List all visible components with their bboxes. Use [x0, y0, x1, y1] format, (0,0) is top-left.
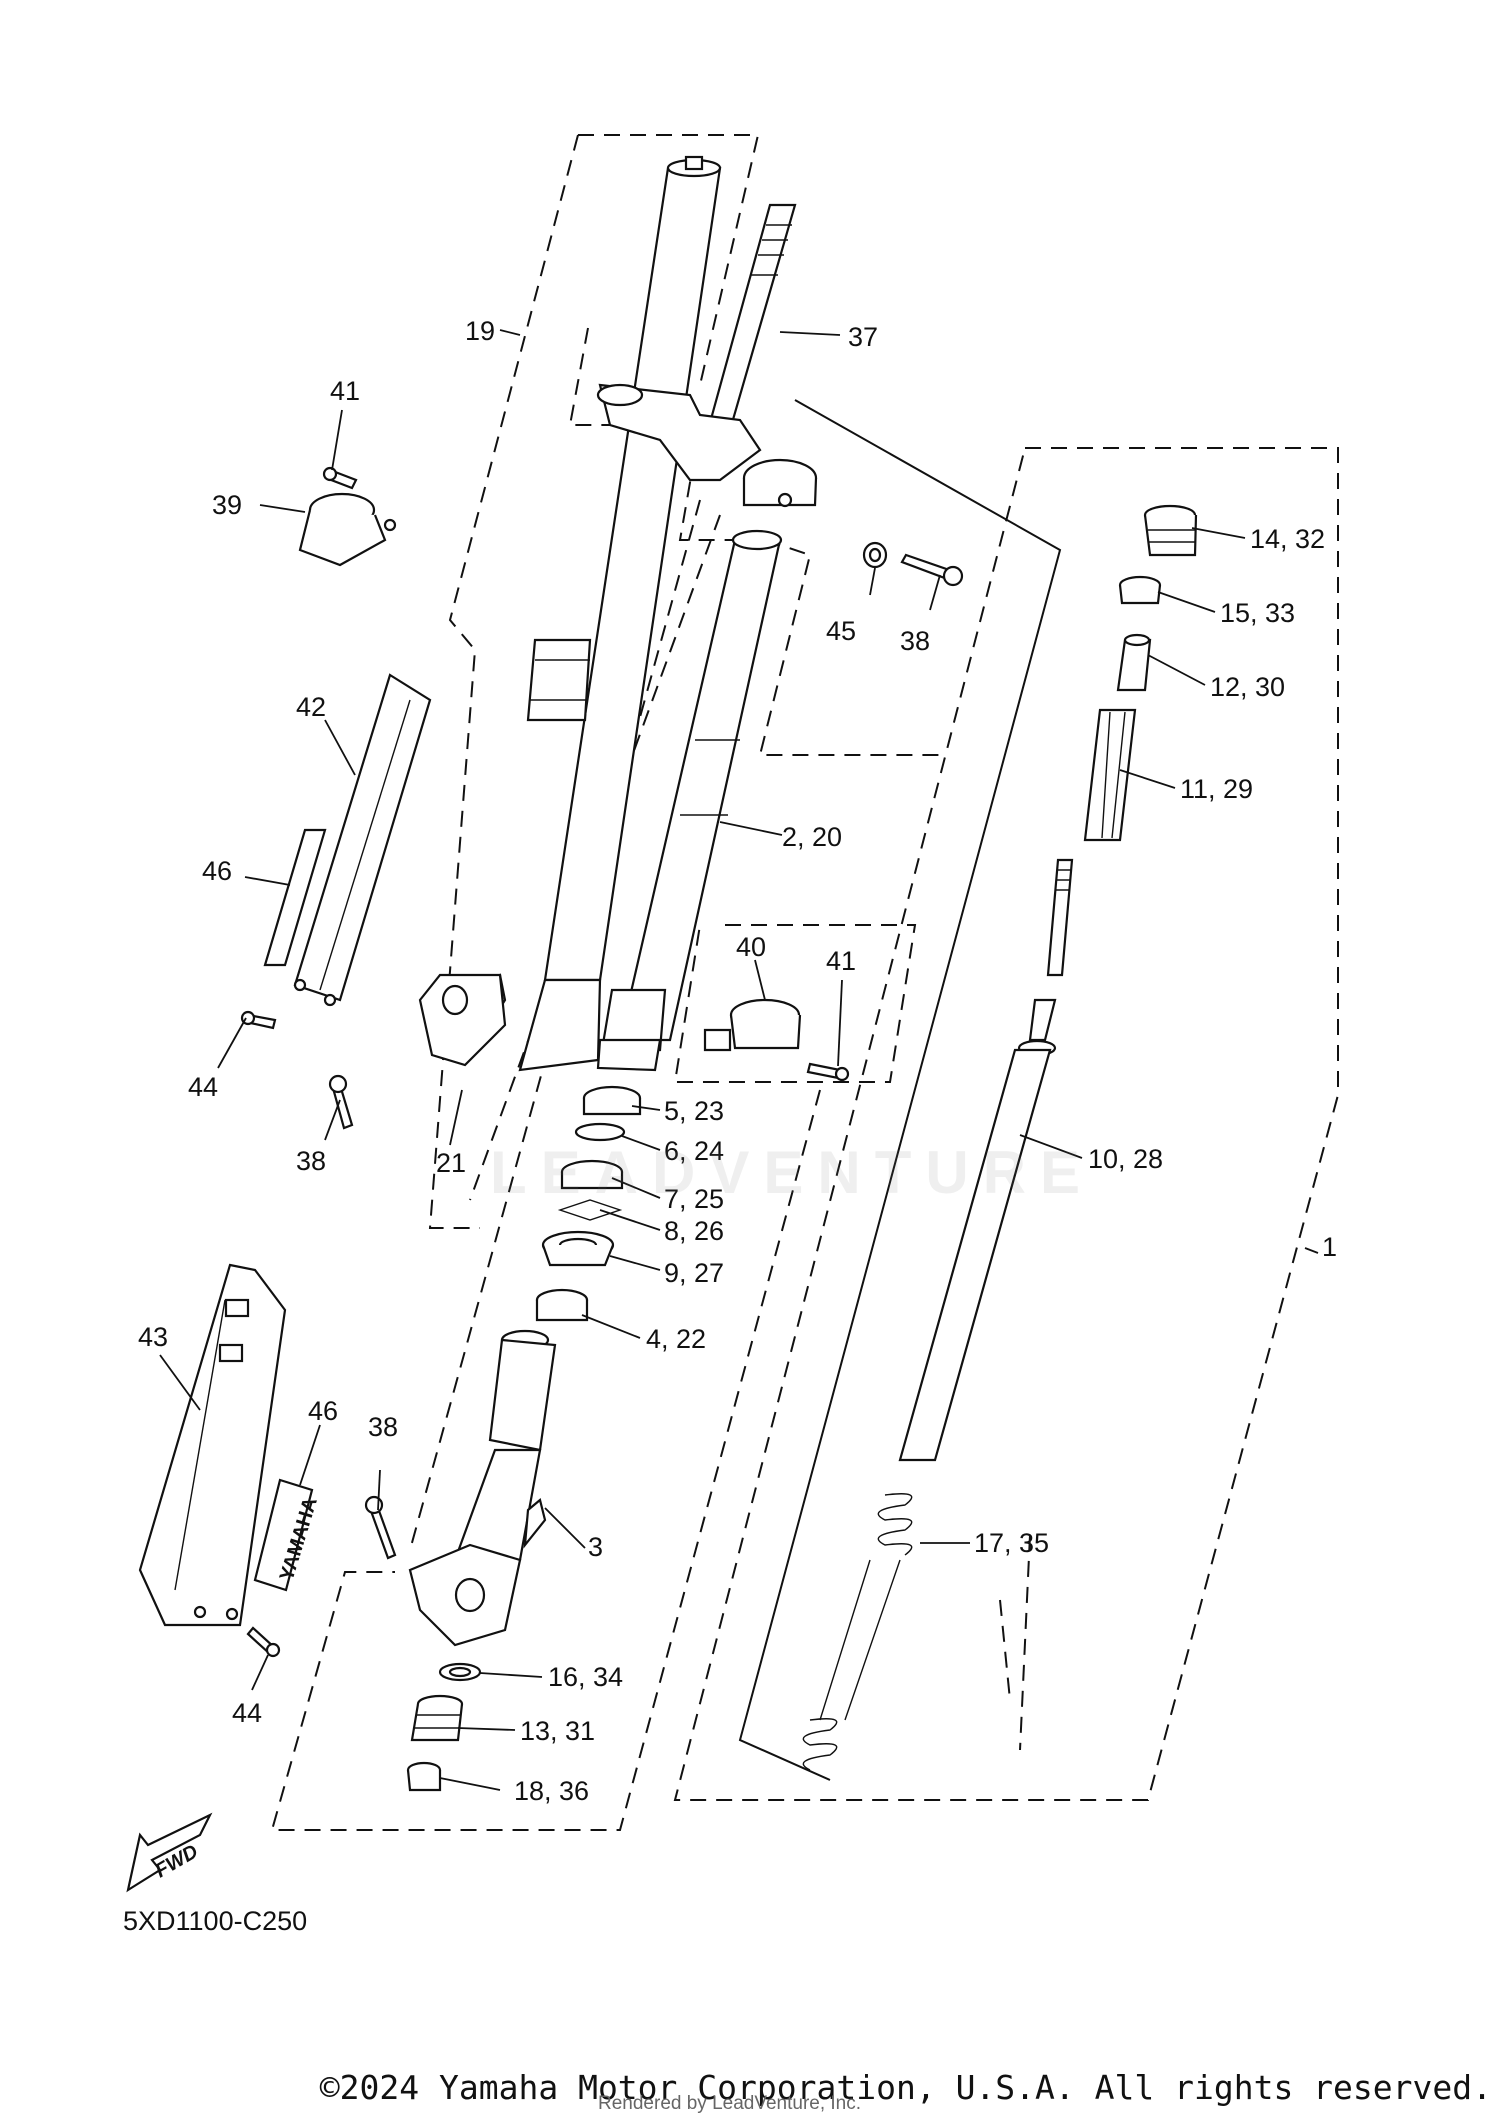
group-outline-upper-clamp [568, 327, 943, 761]
bolt-41-right [806, 1062, 850, 1082]
cap-bolt-14-32 [1143, 504, 1198, 557]
washer-15-33 [1118, 575, 1162, 605]
steering-stem-37 [706, 203, 797, 432]
fork-guard-42 [293, 673, 432, 1007]
callout-39: 39 [212, 490, 242, 520]
callout-5-23: 5, 23 [664, 1096, 724, 1126]
bolt-44-upper [240, 1010, 277, 1030]
callout-38-upper: 38 [900, 626, 930, 656]
nut-45 [862, 541, 888, 569]
callout-2-20: 2, 20 [782, 822, 842, 852]
callout-10-28: 10, 28 [1088, 1144, 1163, 1174]
callout-12-30: 12, 30 [1210, 672, 1285, 702]
watermark: LEADVENTURE [490, 1139, 1095, 1206]
callout-44-upper: 44 [188, 1072, 218, 1102]
bushing-4-22 [535, 1288, 589, 1322]
callout-37: 37 [848, 322, 878, 352]
rod-10-28 [898, 858, 1074, 1462]
seal-stack [541, 1085, 642, 1267]
clamp-39 [298, 492, 397, 567]
lower-tube-3 [408, 1329, 557, 1647]
group-outline-19 [428, 134, 760, 1229]
callout-8-26: 8, 26 [664, 1216, 724, 1246]
callout-46-lower: 46 [308, 1396, 338, 1426]
washer-16-34 [438, 1662, 482, 1682]
callout-43: 43 [138, 1322, 168, 1352]
callout-44-lower: 44 [232, 1698, 262, 1728]
inner-tube-2-20 [596, 529, 783, 1072]
bolt-38-lower [364, 1495, 397, 1560]
callout-3: 3 [588, 1532, 603, 1562]
callout-4-22: 4, 22 [646, 1324, 706, 1354]
fork-guard-43 [138, 1263, 287, 1627]
callout-41-left: 41 [330, 376, 360, 406]
cap-18-36 [406, 1761, 442, 1792]
callout-15-33: 15, 33 [1220, 598, 1295, 628]
copyright-notice: ©2024 Yamaha Motor Corporation, U.S.A. A… [319, 2068, 1492, 2107]
leader-lines [159, 329, 1319, 1791]
group-outline-1 [673, 447, 1339, 1801]
callout-45: 45 [826, 616, 856, 646]
callout-38-left: 38 [296, 1146, 326, 1176]
callout-41-right: 41 [826, 946, 856, 976]
callout-40: 40 [736, 932, 766, 962]
bolt-41-left [322, 466, 358, 490]
diagram-code: 5XD1100-C250 [123, 1906, 308, 1936]
callout-11-29: 11, 29 [1180, 774, 1253, 804]
nut-12-30 [1116, 633, 1152, 692]
clamp-40 [703, 998, 802, 1052]
render-credit: Rendered by LeadVenture, Inc. [598, 2093, 862, 2114]
callout-9-27: 9, 27 [664, 1258, 724, 1288]
outer-tube-19 [418, 155, 722, 1072]
callout-38-lower: 38 [368, 1412, 398, 1442]
callout-46-upper: 46 [202, 856, 232, 886]
callout-19: 19 [465, 316, 495, 346]
spring-17-35 [802, 1493, 913, 1771]
callout-14-32: 14, 32 [1250, 524, 1325, 554]
group-frame-1 [738, 399, 1062, 1781]
callout-17-35: 17, 35 [974, 1528, 1049, 1558]
group-outline-40 [673, 924, 917, 1083]
sticker-46-upper [263, 828, 327, 967]
bolt-38-left [328, 1074, 354, 1130]
callout-7-25: 7, 25 [664, 1184, 724, 1214]
bolt-13-31 [410, 1694, 464, 1742]
callout-21: 21 [436, 1148, 466, 1178]
callout-42: 42 [296, 692, 326, 722]
fwd-arrow-icon: FWD [126, 1812, 213, 1893]
callout-18-36: 18, 36 [514, 1776, 589, 1806]
callout-13-31: 13, 31 [520, 1716, 595, 1746]
bolt-44-lower [246, 1626, 281, 1658]
callout-16-34: 16, 34 [548, 1662, 623, 1692]
bolt-38-upper [900, 553, 964, 587]
callout-1: 1 [1322, 1232, 1337, 1262]
upper-bracket [596, 383, 818, 508]
callout-6-24: 6, 24 [664, 1136, 724, 1166]
spacer-11-29 [1083, 708, 1137, 842]
guide-line-damper [999, 1534, 1031, 1751]
sticker-46-yamaha: YAMAHA [253, 1478, 322, 1592]
